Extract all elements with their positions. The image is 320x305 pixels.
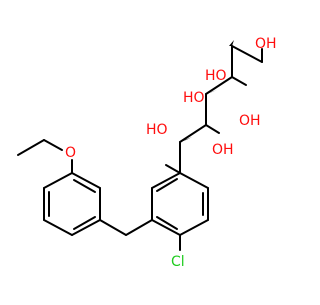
bond-ring2-f — [71, 219, 101, 236]
bond-c5-oh — [231, 76, 247, 86]
molecule-structure-diagram: OH HO OH HO OH HO Cl O — [17, 36, 277, 270]
bond-ring-c — [179, 219, 209, 236]
stereo-wedges — [180, 40, 234, 142]
bond-ring2-c — [43, 172, 73, 189]
bond-ring-d — [151, 219, 181, 236]
oh-c1-label: HO — [146, 122, 168, 138]
bond-ring-db2 — [156, 216, 178, 230]
bond-ring-db3 — [156, 178, 178, 192]
oh-c5-label: HO — [205, 68, 227, 84]
oh-c3-label: HO — [183, 90, 205, 106]
atom-labels: OH HO OH HO OH HO Cl O — [65, 36, 277, 270]
bond-ring2-b — [71, 172, 101, 189]
bond-c1-oh — [165, 164, 181, 174]
bond-c7-c6 — [231, 45, 263, 63]
bond-ring2-db1 — [73, 179, 96, 193]
wedge-c6 — [229, 40, 234, 46]
bond-ch2-b — [99, 219, 127, 236]
bond-c3-c2 — [179, 124, 207, 143]
ether-oxygen-label: O — [65, 145, 76, 161]
wedge-c2 — [180, 137, 192, 142]
bond-o-ch2 — [43, 139, 63, 151]
oh-terminal-label: OH — [255, 36, 277, 52]
bond-ch2-a — [125, 219, 153, 236]
oh-c2-label: OH — [212, 142, 234, 158]
bond-ring2-e — [43, 219, 73, 236]
bond-ring-a — [179, 172, 209, 189]
bond-c5-c4 — [205, 76, 233, 95]
wedge-c4 — [206, 90, 217, 94]
bond-ring2-db3 — [73, 216, 96, 230]
chloro-label: Cl — [171, 254, 185, 270]
oh-c4-label: OH — [239, 113, 261, 129]
bond-ch2-ch3 — [17, 139, 45, 156]
bonds — [17, 45, 263, 251]
bond-c3-oh — [205, 124, 220, 134]
bond-ring-f — [151, 172, 181, 189]
